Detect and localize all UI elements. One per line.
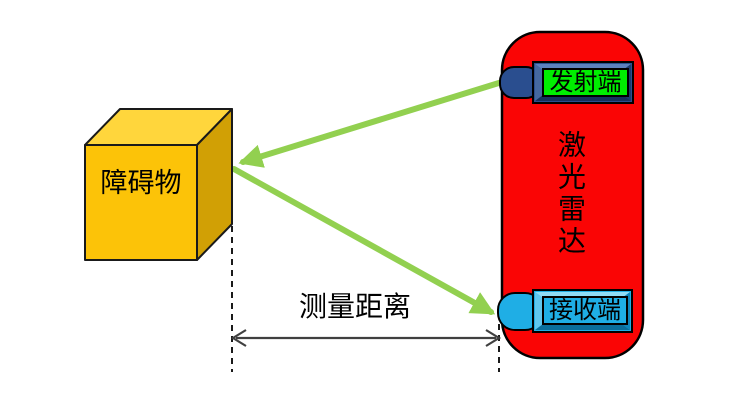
distance-dimension-arrow-icon bbox=[230, 329, 502, 347]
receiver-frame-bevel-bottom bbox=[535, 324, 630, 330]
obstacle-label: 障碍物 bbox=[100, 168, 182, 198]
transmitter-frame-bevel-left bbox=[535, 64, 543, 101]
distance-arrow-left-head-icon bbox=[230, 329, 247, 347]
transmitter-label: 发射端 bbox=[549, 69, 622, 96]
receiver-module bbox=[497, 289, 633, 333]
obstacle-cube bbox=[84, 108, 233, 261]
lidar-body bbox=[500, 30, 645, 360]
distance-label: 测量距离 bbox=[298, 291, 411, 322]
transmitter-screen bbox=[542, 68, 629, 97]
receiver-frame-bevel-left bbox=[535, 292, 543, 330]
lidar-label: 激光雷达 bbox=[555, 130, 586, 258]
receiver-label: 接收端 bbox=[549, 297, 621, 324]
laser-beam-outgoing-arrow-icon bbox=[238, 79, 505, 168]
cube-front-face bbox=[84, 144, 198, 261]
laser-beam-return-arrow-icon bbox=[231, 166, 496, 315]
transmitter-module bbox=[499, 61, 634, 104]
receiver-screen bbox=[542, 296, 628, 325]
distance-arrow-right-head-icon bbox=[485, 329, 502, 347]
laser-beams bbox=[231, 79, 505, 315]
